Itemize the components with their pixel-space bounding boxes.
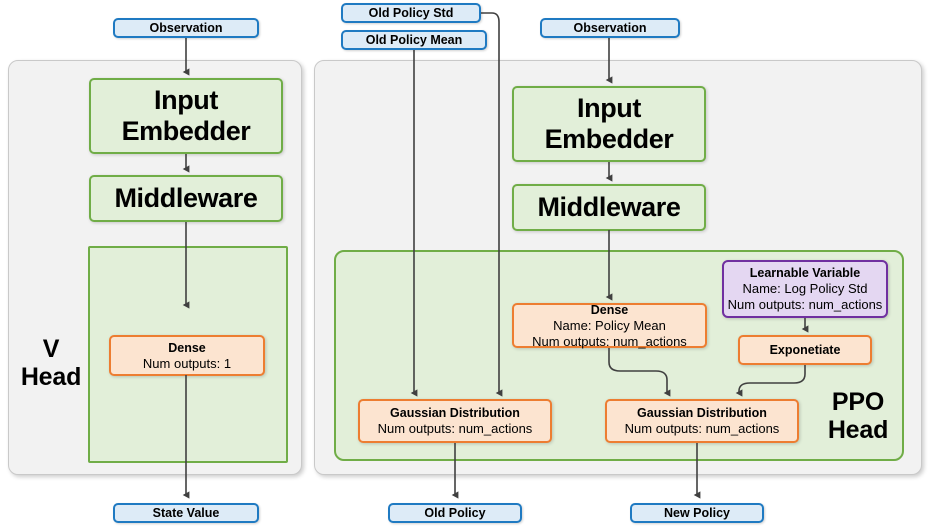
ppo-head-gaussian-old[interactable]: Gaussian Distribution Num outputs: num_a… xyxy=(358,399,552,443)
ppo-head-gaussian-new[interactable]: Gaussian Distribution Num outputs: num_a… xyxy=(605,399,799,443)
output-old-policy-label: Old Policy xyxy=(424,506,486,520)
input-old-policy-mean[interactable]: Old Policy Mean xyxy=(341,30,487,50)
ppo-head-input-embedder[interactable]: Input Embedder xyxy=(512,86,706,162)
output-new-policy-label: New Policy xyxy=(664,506,730,520)
v-head-middleware[interactable]: Middleware xyxy=(89,175,283,222)
output-old-policy[interactable]: Old Policy xyxy=(388,503,522,523)
ppo-head-dense-title: Dense xyxy=(590,302,629,317)
v-head-input-embedder[interactable]: Input Embedder xyxy=(89,78,283,154)
output-new-policy[interactable]: New Policy xyxy=(630,503,764,523)
learnable-variable-name: Name: Log Policy Std xyxy=(742,281,868,296)
v-head-label-line2: Head xyxy=(20,363,82,391)
v-head-dense-num-outputs: Num outputs: 1 xyxy=(142,355,232,371)
input-observation-ppo-label: Observation xyxy=(573,21,647,35)
ppo-head-dense-name: Name: Policy Mean xyxy=(553,317,666,333)
ppo-head-label-line2: Head xyxy=(827,416,889,444)
gaussian-old-title: Gaussian Distribution xyxy=(390,406,520,420)
v-head-dense-title: Dense xyxy=(168,340,206,355)
input-observation-v-label: Observation xyxy=(149,21,223,35)
v-head-input-embedder-label: Input Embedder xyxy=(121,85,251,146)
input-old-policy-mean-label: Old Policy Mean xyxy=(365,33,463,47)
v-head-dense[interactable]: Dense Num outputs: 1 xyxy=(109,335,265,376)
input-observation-ppo[interactable]: Observation xyxy=(540,18,680,38)
ppo-head-label-line1: PPO xyxy=(831,388,885,416)
ppo-head-label: PPO Head xyxy=(818,388,898,444)
ppo-head-exponetiate[interactable]: Exponetiate xyxy=(738,335,872,365)
ppo-head-dense-num-outputs: Num outputs: num_actions xyxy=(532,333,687,349)
learnable-variable-title: Learnable Variable xyxy=(749,266,861,280)
ppo-head-middleware-label: Middleware xyxy=(537,192,681,222)
v-head-middleware-label: Middleware xyxy=(114,183,258,213)
ppo-head-learnable-variable[interactable]: Learnable Variable Name: Log Policy Std … xyxy=(722,260,888,318)
output-state-value[interactable]: State Value xyxy=(113,503,259,523)
learnable-variable-num-outputs: Num outputs: num_actions xyxy=(727,297,883,312)
v-head-label: V Head xyxy=(18,335,84,391)
gaussian-new-title: Gaussian Distribution xyxy=(637,406,767,420)
v-head-label-line1: V xyxy=(42,335,60,363)
output-state-value-label: State Value xyxy=(152,506,220,520)
input-observation-v[interactable]: Observation xyxy=(113,18,259,38)
ppo-head-dense-policy-mean[interactable]: Dense Name: Policy Mean Num outputs: num… xyxy=(512,302,707,349)
ppo-head-input-embedder-label: Input Embedder xyxy=(544,93,674,154)
gaussian-new-num-outputs: Num outputs: num_actions xyxy=(624,421,780,436)
ppo-head-middleware[interactable]: Middleware xyxy=(512,184,706,231)
exponetiate-title: Exponetiate xyxy=(769,343,841,357)
input-old-policy-std-label: Old Policy Std xyxy=(368,6,454,20)
input-old-policy-std[interactable]: Old Policy Std xyxy=(341,3,481,23)
gaussian-old-num-outputs: Num outputs: num_actions xyxy=(377,421,533,436)
